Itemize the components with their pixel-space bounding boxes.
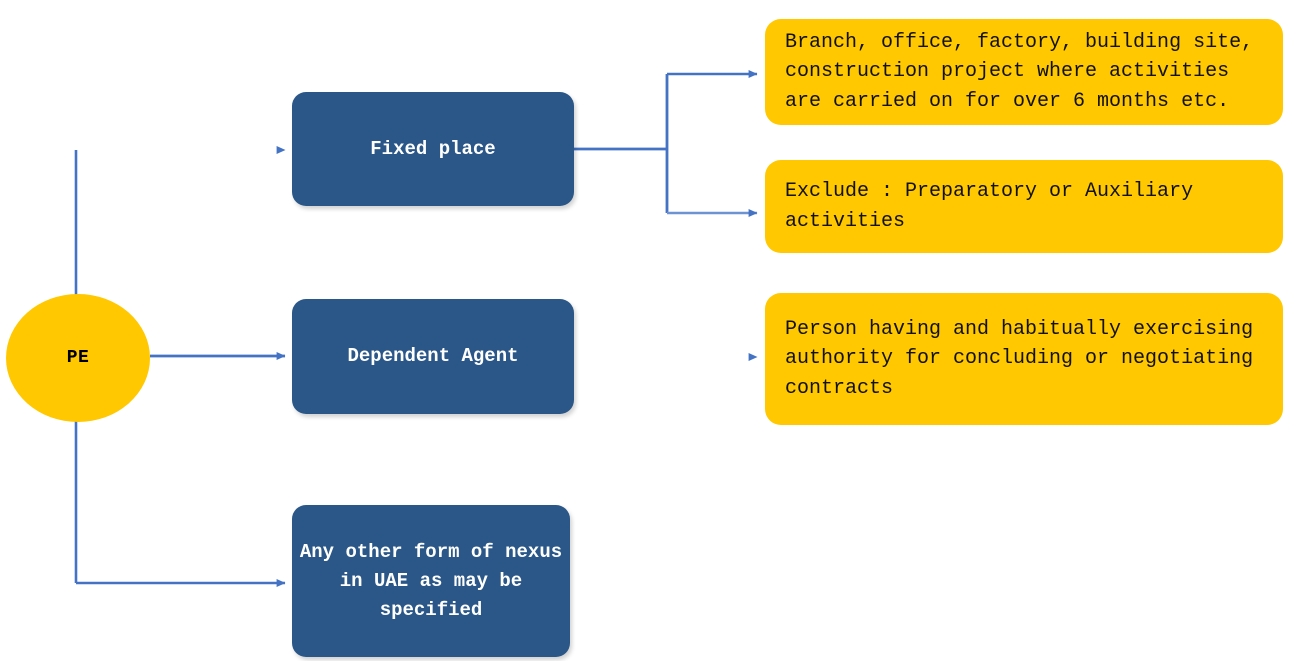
node-exclude-preparatory[interactable]: Exclude : Preparatory or Auxiliary activ… (765, 160, 1283, 253)
node-person-authority[interactable]: Person having and habitually exercising … (765, 293, 1283, 425)
node-branch-office-factory-label: Branch, office, factory, building site, … (785, 30, 1254, 113)
node-pe-root[interactable]: PE (6, 294, 150, 422)
node-other-nexus-label: Any other form of nexus in UAE as may be… (299, 540, 563, 621)
node-dependent-agent[interactable]: Dependent Agent (292, 299, 574, 414)
node-branch-office-factory[interactable]: Branch, office, factory, building site, … (765, 19, 1283, 125)
node-dependent-agent-label: Dependent Agent (347, 345, 519, 367)
node-fixed-place[interactable]: Fixed place (292, 92, 574, 206)
node-pe-label: PE (66, 348, 90, 368)
node-person-authority-label: Person having and habitually exercising … (785, 317, 1254, 400)
node-exclude-preparatory-label: Exclude : Preparatory or Auxiliary activ… (785, 180, 1194, 233)
connector-fixed-place-split (574, 70, 758, 217)
node-fixed-place-label: Fixed place (370, 137, 496, 160)
node-other-nexus[interactable]: Any other form of nexus in UAE as may be… (292, 505, 570, 657)
